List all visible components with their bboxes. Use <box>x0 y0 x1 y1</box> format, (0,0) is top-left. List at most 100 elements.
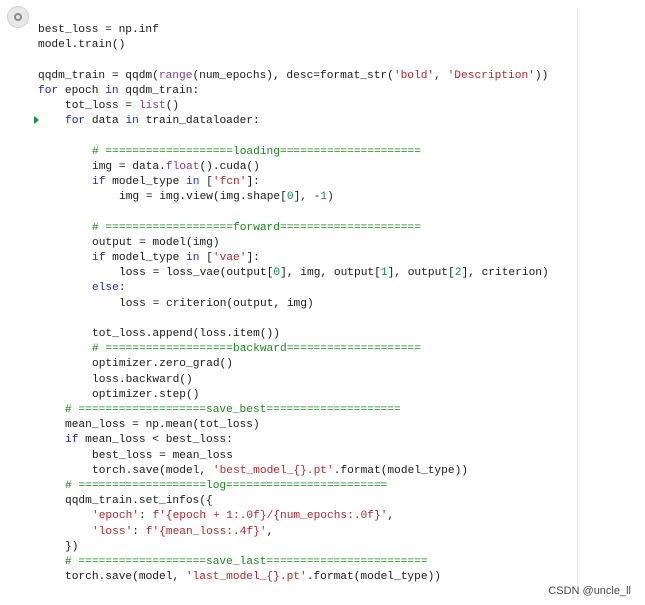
code-token: ], img, output[ <box>280 267 381 280</box>
code-line: # ===================save_best==========… <box>65 403 401 418</box>
code-line: else: <box>92 281 126 296</box>
code-token: data <box>85 115 126 128</box>
code-token: else <box>92 282 119 295</box>
code-line: output = model(img) <box>92 236 220 251</box>
run-cell-button[interactable] <box>7 6 29 28</box>
code-line: qqdm_train = qqdm(range(num_epochs), des… <box>38 69 548 84</box>
code-token: .format(model_type)) <box>333 464 468 477</box>
code-token: in <box>186 252 200 264</box>
code-line: img = img.view(img.shape[0], -1) <box>119 190 334 205</box>
code-token: epoch <box>58 84 106 97</box>
code-token: ) <box>327 191 334 204</box>
code-token: , <box>266 525 274 538</box>
code-token: if <box>92 252 106 264</box>
code-token: for <box>38 84 59 97</box>
code-token: ]: <box>246 176 260 188</box>
code-line: model.train() <box>38 38 125 53</box>
code-token: 'best_model_{}.pt' <box>212 464 334 477</box>
code-line: }) <box>65 540 78 555</box>
code-token: 'bold' <box>393 69 435 82</box>
code-line: best_loss = mean_loss <box>92 449 233 464</box>
code-line: # ===================backward===========… <box>92 342 421 357</box>
code-token: mean_loss < best_loss: <box>78 434 233 447</box>
code-token: train_dataloader: <box>138 115 260 128</box>
code-line: best_loss = np.inf <box>38 23 159 38</box>
code-token: range <box>158 69 193 82</box>
code-token: # ===================save_best==========… <box>65 404 401 416</box>
code-token: optimizer.zero_grad() <box>92 358 233 371</box>
code-token: qqdm_train = qqdm( <box>38 69 159 82</box>
code-token: 0 <box>273 267 281 280</box>
code-line: mean_loss = np.mean(tot_loss) <box>65 418 260 433</box>
code-token: float <box>165 160 200 173</box>
code-token: model_type <box>105 176 187 188</box>
code-token: qqdm_train.set_infos({ <box>65 495 213 508</box>
code-token: loss = loss_vae(output[ <box>119 267 274 280</box>
code-token: 'last_model_{}.pt' <box>185 571 307 584</box>
code-token: in <box>105 84 119 97</box>
code-token: for <box>65 115 86 128</box>
code-line: for data in train_dataloader: <box>65 114 260 129</box>
code-token: : <box>118 282 126 295</box>
code-token: : <box>139 510 153 523</box>
code-token: () <box>165 100 180 112</box>
code-token: f'{epoch + 1:.0f}/{num_epochs:.0f}' <box>152 510 388 523</box>
watermark: CSDN @uncle_ll <box>548 585 631 597</box>
code-token: }) <box>65 540 79 553</box>
code-token: , <box>434 69 448 82</box>
code-line: if model_type in ['vae']: <box>92 251 260 266</box>
code-token: 1 <box>380 267 388 280</box>
code-token: in <box>186 176 200 188</box>
code-token: optimizer.step() <box>92 388 200 401</box>
code-line: tot_loss = list() <box>65 99 179 114</box>
code-token: 2 <box>454 267 462 280</box>
code-line: img = data.float().cuda() <box>92 160 260 175</box>
code-line: loss = loss_vae(output[0], img, output[1… <box>119 266 549 281</box>
code-line: qqdm_train.set_infos({ <box>65 494 213 509</box>
code-token: 'loss' <box>92 525 133 538</box>
code-token: [ <box>199 176 213 188</box>
code-token: # ===================forward============… <box>92 221 421 234</box>
code-token: # ===================loading============… <box>92 145 421 158</box>
code-token: ], criterion) <box>461 267 549 280</box>
code-token: list <box>138 100 166 112</box>
code-token: f'{mean_loss:.4f}' <box>145 525 267 538</box>
code-token: torch.save(model, <box>92 464 213 477</box>
code-token: # ===================save_last==========… <box>65 556 428 568</box>
code-token: [ <box>199 252 213 264</box>
code-token: in <box>125 115 139 128</box>
code-line: 'loss': f'{mean_loss:.4f}', <box>92 525 273 540</box>
code-token: tot_loss = <box>65 100 139 112</box>
code-token: 'vae' <box>212 252 247 264</box>
code-line: 'epoch': f'{epoch + 1:.0f}/{num_epochs:.… <box>92 509 394 524</box>
code-token: 1 <box>320 191 328 204</box>
code-line: # ===================save_last==========… <box>65 555 428 570</box>
code-line: optimizer.zero_grad() <box>92 357 233 372</box>
code-token: mean_loss = np.mean(tot_loss) <box>65 419 260 432</box>
code-line: # ===================loading============… <box>92 145 421 160</box>
code-token: loss.backward() <box>92 373 193 386</box>
code-token: (num_epochs), desc=format_str( <box>192 69 394 82</box>
code-token: tot_loss.append(loss.item()) <box>92 328 280 340</box>
code-token: : <box>132 525 146 538</box>
code-token: model.train() <box>38 39 126 52</box>
code-token: )) <box>534 69 549 82</box>
code-token: ], output[ <box>387 267 455 280</box>
code-line: loss.backward() <box>92 373 193 388</box>
fold-arrow-icon[interactable] <box>34 116 39 124</box>
code-token: ().cuda() <box>199 160 260 173</box>
code-token: 0 <box>286 191 294 204</box>
code-token: loss = criterion(output, img) <box>119 297 314 310</box>
code-token: if <box>65 434 79 447</box>
code-token: , <box>387 510 395 523</box>
code-token: img = img.view(img.shape[ <box>119 191 287 204</box>
code-line: if mean_loss < best_loss: <box>65 433 233 448</box>
code-token: ]: <box>246 252 260 264</box>
code-line: for epoch in qqdm_train: <box>38 84 199 99</box>
code-token: best_loss = mean_loss <box>92 449 233 462</box>
code-token: img = data. <box>92 160 166 173</box>
cell-right-border <box>577 8 578 598</box>
code-line: torch.save(model, 'best_model_{}.pt'.for… <box>92 464 468 479</box>
